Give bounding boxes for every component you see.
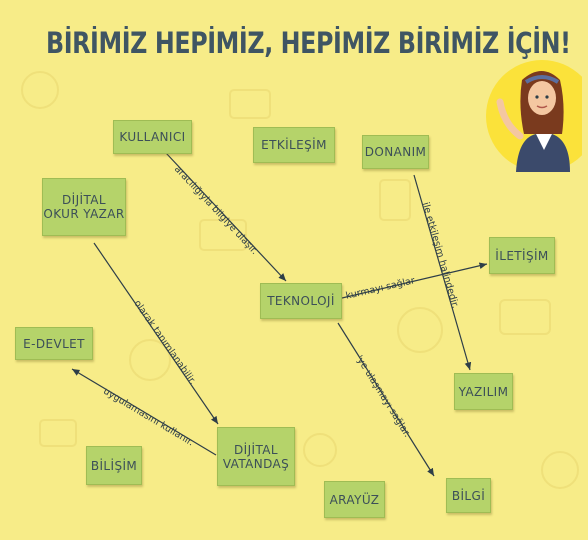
node-arayuz[interactable]: ARAYÜZ [324,481,385,518]
teacher-avatar [486,60,582,172]
edge-teknoloji-iletisim [341,262,488,299]
node-etkilesim[interactable]: ETKİLEŞİM [253,127,335,163]
node-dijital-vatandas[interactable]: DİJİTAL VATANDAŞ [217,427,295,486]
edge-donanim-yazilim [413,174,472,371]
node-teknoloji[interactable]: TEKNOLOJİ [260,283,342,319]
node-e-devlet[interactable]: E-DEVLET [15,327,93,360]
page-title: BİRİMİZ HEPİMİZ, HEPİMİZ BİRİMİZ İÇİN! [46,26,571,60]
edge-vatandas-edevlet [71,368,217,456]
node-iletisim[interactable]: İLETİŞİM [489,237,555,274]
node-donanim[interactable]: DONANIM [362,135,429,169]
node-dijital-okur-yazar[interactable]: DİJİTAL OKUR YAZAR [42,178,126,236]
node-kullanici[interactable]: KULLANICI [113,120,192,154]
edge-dijital-okur-vatandas [93,242,219,425]
edge-kullanici-teknoloji [165,152,287,282]
node-yazilim[interactable]: YAZILIM [454,373,513,410]
node-bilgi[interactable]: BİLGİ [446,478,491,513]
edge-teknoloji-bilgi [337,322,435,477]
background-doodles [21,71,579,489]
node-bilisim[interactable]: BİLİŞİM [86,446,142,485]
